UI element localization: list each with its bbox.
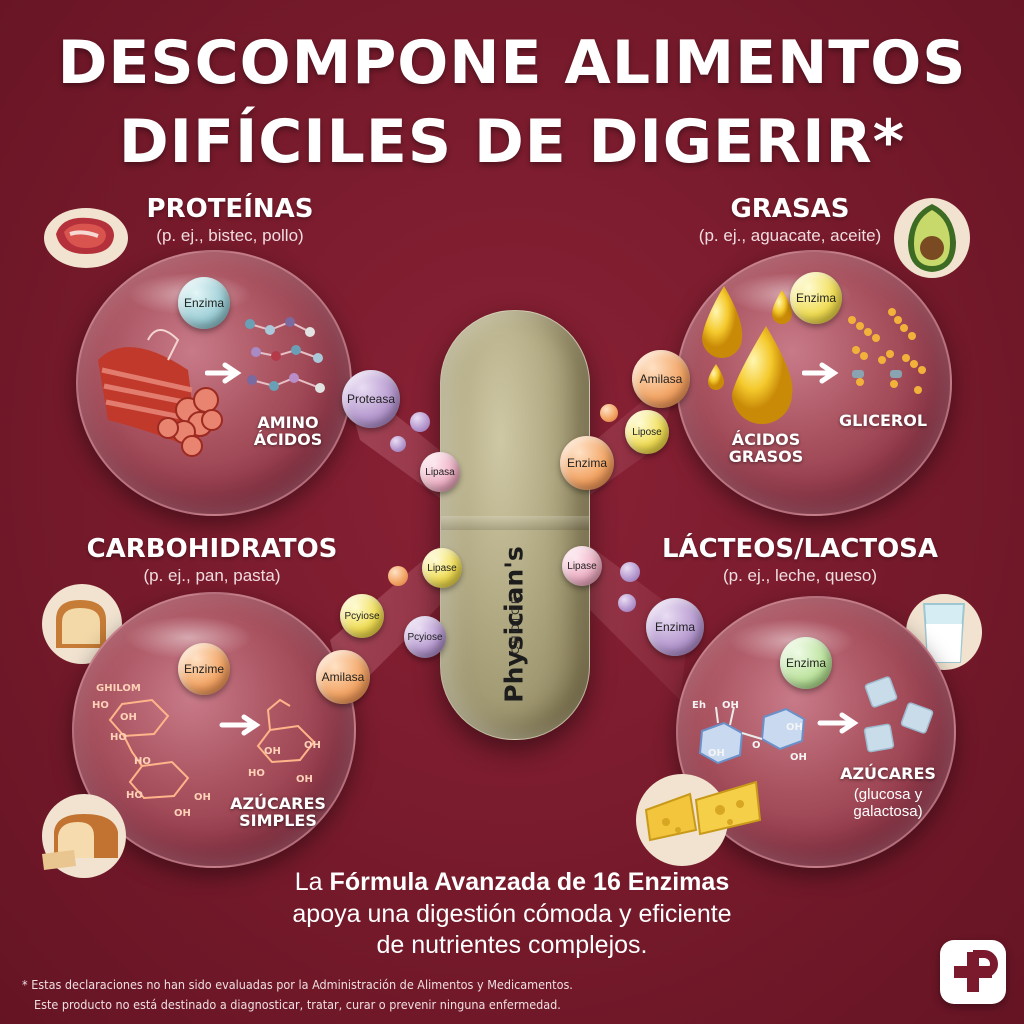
fats-result-a-line-1: ÁCIDOS bbox=[731, 430, 801, 449]
brand-subtitle: CHOICE bbox=[510, 593, 522, 655]
dairy-result-detail: (glucosa y galactosa) bbox=[826, 786, 950, 821]
carbs-oh-4: OH bbox=[264, 746, 281, 757]
category-dairy: LÁCTEOS/LACTOSA (p. ej., leche, queso) bbox=[660, 536, 940, 586]
carbs-examples: (p. ej., pan, pasta) bbox=[143, 566, 281, 585]
proteins-enzyme-ball: Enzima bbox=[178, 277, 230, 329]
page-title-line-2: DIFÍCILES DE DIGERIR* bbox=[118, 107, 906, 177]
carbs-enzyme-ball: Enzime bbox=[178, 643, 230, 695]
bottom-line-3: de nutrientes complejos. bbox=[376, 931, 648, 959]
capsule bbox=[440, 310, 590, 740]
enzyme-amilasa-bottom: Amilasa bbox=[316, 650, 370, 704]
dairy-oh-1: OH bbox=[722, 700, 739, 711]
bottom-line-1-bold: Fórmula Avanzada de 16 Enzimas bbox=[329, 868, 730, 896]
proteins-examples: (p. ej., bistec, pollo) bbox=[156, 226, 304, 245]
bottom-line-1: La Fórmula Avanzada de 16 Enzimas bbox=[0, 868, 1024, 897]
fats-result-a-line-2: GRASOS bbox=[728, 446, 804, 466]
arrow-right-icon bbox=[802, 362, 839, 384]
proteins-result: AMINO ÁCIDOS bbox=[238, 413, 338, 449]
proteins-result-line-1: AMINO bbox=[257, 413, 319, 432]
carbs-result-line-2: SIMPLES bbox=[239, 810, 317, 830]
dairy-oh-3: OH bbox=[786, 722, 803, 733]
carbs-result-line-1: AZÚCARES bbox=[230, 794, 326, 813]
page-title-line-1: DESCOMPONE ALIMENTOS bbox=[57, 28, 967, 98]
carbs-oh-2: OH bbox=[194, 792, 211, 803]
category-fats: GRASAS (p. ej., aguacate, aceite) bbox=[680, 196, 900, 246]
dairy-o: O bbox=[752, 740, 761, 751]
bottom-line-1-prefix: La bbox=[294, 868, 330, 896]
carbs-title: CARBOHIDRATOS bbox=[86, 534, 338, 564]
fats-result-b: GLICEROL bbox=[838, 411, 928, 430]
category-carbs: CARBOHIDRATOS (p. ej., pan, pasta) bbox=[72, 536, 352, 586]
bottom-line-2: apoya una digestión cómoda y eficiente bbox=[292, 900, 732, 928]
enzyme-dot bbox=[410, 412, 430, 432]
simple-sugar-molecule-icon bbox=[256, 698, 316, 764]
muscle-fiber-icon bbox=[98, 329, 223, 457]
fats-title: GRASAS bbox=[730, 194, 850, 224]
dairy-eh: Eh bbox=[692, 700, 706, 711]
enzyme-dot bbox=[390, 436, 406, 452]
amino-acid-chain-icon bbox=[245, 317, 325, 393]
proteins-result-line-2: ÁCIDOS bbox=[253, 429, 323, 449]
fats-result-a: ÁCIDOS GRASOS bbox=[716, 430, 816, 466]
enzyme-pcyiose-1: Pcyiose bbox=[340, 594, 384, 638]
carbs-ho-4: HO bbox=[126, 790, 143, 801]
carbs-oh-1: OH bbox=[120, 712, 137, 723]
dairy-result-line-3: galactosa) bbox=[853, 803, 923, 821]
fats-enzyme-ball: Enzima bbox=[790, 272, 842, 324]
avocado-icon bbox=[894, 198, 970, 278]
dairy-enzyme-ball: Enzima bbox=[780, 637, 832, 689]
disclaimer-line-2: Este producto no está destinado a diagno… bbox=[34, 997, 561, 1012]
disclaimer-line-1: * Estas declaraciones no han sido evalua… bbox=[22, 977, 573, 992]
logo-icon bbox=[940, 940, 1006, 1004]
enzyme-amilasa-top: Amilasa bbox=[632, 350, 690, 408]
proteins-title: PROTEÍNAS bbox=[146, 194, 314, 224]
enzyme-dot bbox=[618, 594, 636, 612]
carbs-molecule-icon bbox=[108, 698, 190, 800]
enzyme-pcyiose-2: Pcyiose bbox=[404, 616, 446, 658]
dairy-oh-2: OH bbox=[708, 748, 725, 759]
enzyme-lipase-right: Lipase bbox=[562, 546, 602, 586]
carbs-ho-1: HO bbox=[92, 700, 109, 711]
steak-icon bbox=[44, 208, 128, 268]
enzyme-enzima-bottom: Enzima bbox=[646, 598, 704, 656]
capsule-brand: Physician's CHOICE bbox=[440, 546, 588, 702]
enzyme-dot bbox=[620, 562, 640, 582]
sugar-cubes-icon bbox=[863, 676, 934, 753]
carbs-chem-label: GHILOM bbox=[96, 683, 141, 694]
carbs-result: AZÚCARES SIMPLES bbox=[222, 794, 334, 830]
carbs-ho-3: HO bbox=[134, 756, 151, 767]
enzyme-proteasa: Proteasa bbox=[342, 370, 400, 428]
dairy-examples: (p. ej., leche, queso) bbox=[722, 566, 878, 585]
dairy-result-line-2: (glucosa y bbox=[853, 786, 923, 803]
glycerol-molecules-icon bbox=[848, 308, 926, 394]
oil-drops-icon bbox=[702, 286, 793, 424]
enzyme-dot bbox=[388, 566, 408, 586]
cheese-icon bbox=[636, 774, 762, 866]
dairy-oh-4: OH bbox=[790, 752, 807, 763]
enzyme-lipase-left: Lipase bbox=[422, 548, 462, 588]
dairy-result-title: AZÚCARES bbox=[840, 764, 936, 783]
carbs-oh-6: OH bbox=[296, 774, 313, 785]
fats-examples: (p. ej., aguacate, aceite) bbox=[698, 226, 882, 245]
enzyme-dot bbox=[600, 404, 618, 422]
category-proteins: PROTEÍNAS (p. ej., bistec, pollo) bbox=[120, 196, 340, 246]
carbs-oh-3: OH bbox=[174, 808, 191, 819]
carbs-ho-5: HO bbox=[248, 768, 265, 779]
arrow-right-icon bbox=[205, 362, 242, 384]
dairy-title: LÁCTEOS/LACTOSA bbox=[661, 534, 939, 564]
enzyme-lipose: Lipose bbox=[625, 410, 669, 454]
arrow-right-icon bbox=[219, 714, 261, 736]
bread-loaf-icon bbox=[42, 794, 126, 878]
carbs-ho-2: HO bbox=[110, 732, 127, 743]
carbs-oh-5: OH bbox=[304, 740, 321, 751]
enzyme-lipasa: Lipasa bbox=[420, 452, 460, 492]
lactose-molecule-icon bbox=[698, 706, 806, 765]
enzyme-enzima-center: Enzima bbox=[560, 436, 614, 490]
arrow-right-icon bbox=[817, 712, 859, 734]
